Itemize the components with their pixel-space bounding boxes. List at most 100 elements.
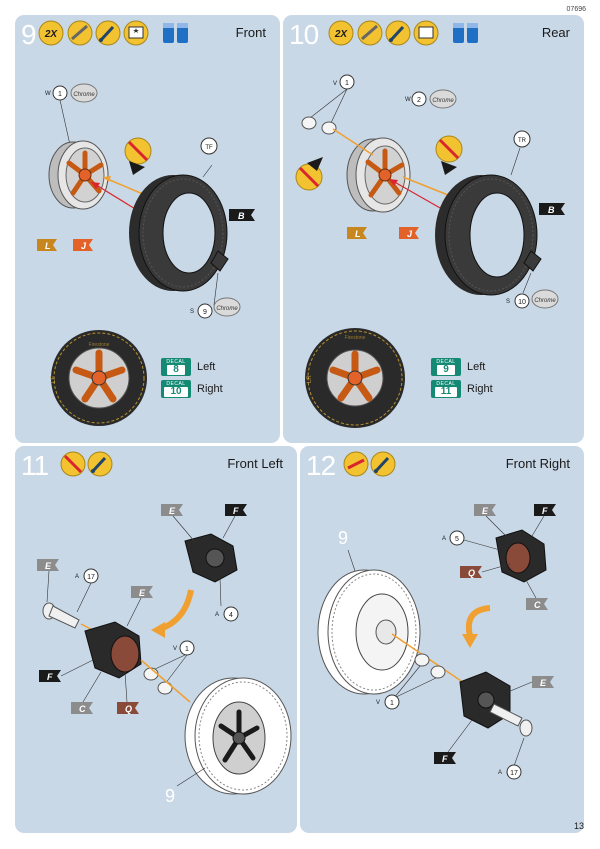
chrome-badge: Chrome xyxy=(531,289,559,309)
svg-text:LR: LR xyxy=(307,375,313,383)
step-12-panel: 12 Front Right E F A 5 Q C 9 xyxy=(300,446,584,833)
paint-flag-B: B xyxy=(539,203,565,215)
svg-text:Chrome: Chrome xyxy=(73,92,95,98)
svg-text:Firestone: Firestone xyxy=(345,335,366,341)
paint-flag-L: L xyxy=(347,227,367,239)
decal-tool-icon xyxy=(343,451,369,477)
svg-text:1: 1 xyxy=(345,80,349,87)
svg-text:E: E xyxy=(139,588,146,598)
svg-text:4: 4 xyxy=(229,612,233,619)
brush-tool-icon xyxy=(87,451,113,477)
multiplier-badge: 2X xyxy=(328,20,354,46)
cut-tool-icon xyxy=(357,20,383,46)
svg-text:W: W xyxy=(405,97,411,103)
step-title: Front xyxy=(235,25,266,40)
paint-flag-E: E xyxy=(474,504,496,516)
svg-text:1: 1 xyxy=(58,91,62,98)
step-number: 12 xyxy=(306,450,336,481)
svg-text:Chrome: Chrome xyxy=(534,298,556,304)
step-9-illustration: 2X W 1 Chrome xyxy=(37,20,255,426)
wheel-assembly xyxy=(184,677,292,795)
cut-tool-icon xyxy=(67,20,93,46)
svg-text:Firestone: Firestone xyxy=(89,342,110,348)
svg-text:17: 17 xyxy=(510,770,518,777)
paint-pot-icon xyxy=(453,23,464,43)
tyre xyxy=(129,174,228,292)
paint-flag-F: F xyxy=(225,504,247,516)
svg-text:9: 9 xyxy=(165,786,175,806)
decal-side: Right xyxy=(197,383,223,395)
paint-flag-J: J xyxy=(73,239,93,251)
svg-text:A: A xyxy=(498,770,502,776)
svg-text:L: L xyxy=(355,229,361,239)
hub-part xyxy=(184,533,238,583)
paint-flag-Q: Q xyxy=(117,702,139,714)
wheel-assembly xyxy=(317,569,421,695)
paint-flag-C: C xyxy=(526,598,548,610)
hub-part xyxy=(459,671,511,729)
svg-text:A: A xyxy=(75,574,79,580)
paint-pot-icon xyxy=(467,23,478,43)
svg-text:B: B xyxy=(548,205,555,215)
wheel-rim xyxy=(346,137,411,213)
svg-text:2X: 2X xyxy=(44,29,59,40)
svg-text:F: F xyxy=(542,506,548,516)
multiplier-badge: 2X xyxy=(38,20,64,46)
svg-text:LF: LF xyxy=(51,376,57,383)
svg-text:9: 9 xyxy=(338,528,348,548)
svg-text:E: E xyxy=(169,506,176,516)
svg-text:TR: TR xyxy=(518,138,527,144)
step-11-illustration: E F A 4 E A 17 E F C Q V xyxy=(37,451,292,806)
svg-text:S: S xyxy=(190,309,194,315)
svg-text:C: C xyxy=(534,600,541,610)
svg-text:2X: 2X xyxy=(334,29,349,40)
svg-text:V: V xyxy=(173,646,177,652)
paint-flag-E: E xyxy=(161,504,183,516)
brush-tool-icon xyxy=(370,451,396,477)
svg-text:Q: Q xyxy=(125,704,132,714)
decal-side: Left xyxy=(467,361,486,373)
axle-part xyxy=(42,602,80,629)
axle-part xyxy=(489,703,533,737)
step-12-illustration: E F A 5 Q C 9 V 1 xyxy=(317,451,556,780)
chrome-badge: Chrome xyxy=(429,89,457,109)
svg-text:Chrome: Chrome xyxy=(216,306,238,312)
paint-flag-F: F xyxy=(434,752,456,764)
decal-tool-icon xyxy=(123,20,149,46)
chrome-badge: Chrome xyxy=(213,297,241,317)
paint-flag-F: F xyxy=(39,670,61,682)
svg-text:E: E xyxy=(45,561,52,571)
paint-flag-C: C xyxy=(71,702,93,714)
no-glue-icon xyxy=(124,137,152,165)
svg-text:L: L xyxy=(45,241,51,251)
no-glue-icon xyxy=(60,451,86,477)
svg-text:B: B xyxy=(238,211,245,221)
brush-tool-icon xyxy=(385,20,411,46)
svg-text:A: A xyxy=(215,612,219,618)
tyre xyxy=(435,174,538,296)
paint-flag-L: L xyxy=(37,239,57,251)
svg-text:17: 17 xyxy=(87,574,95,581)
svg-text:Chrome: Chrome xyxy=(432,98,454,104)
svg-text:E: E xyxy=(482,506,489,516)
finished-wheel: LR Firestone xyxy=(305,328,405,428)
svg-text:S: S xyxy=(506,299,510,305)
svg-text:V: V xyxy=(333,81,337,87)
centre-cap xyxy=(523,250,542,272)
decal-tool-icon xyxy=(413,20,439,46)
decal-side: Left xyxy=(197,361,216,373)
chrome-badge: Chrome xyxy=(70,83,98,103)
svg-text:F: F xyxy=(233,506,239,516)
step-number: 11 xyxy=(21,450,49,481)
step-number: 10 xyxy=(289,19,319,50)
step-title: Front Left xyxy=(227,456,283,471)
spacer xyxy=(414,653,446,679)
svg-text:Q: Q xyxy=(468,568,475,578)
svg-text:5: 5 xyxy=(455,536,459,543)
svg-text:J: J xyxy=(407,229,413,239)
no-glue-icon xyxy=(435,135,463,163)
step-11-panel: 11 Front Left E F A 4 E A 17 xyxy=(15,446,297,833)
step-number: 9 xyxy=(21,19,37,50)
